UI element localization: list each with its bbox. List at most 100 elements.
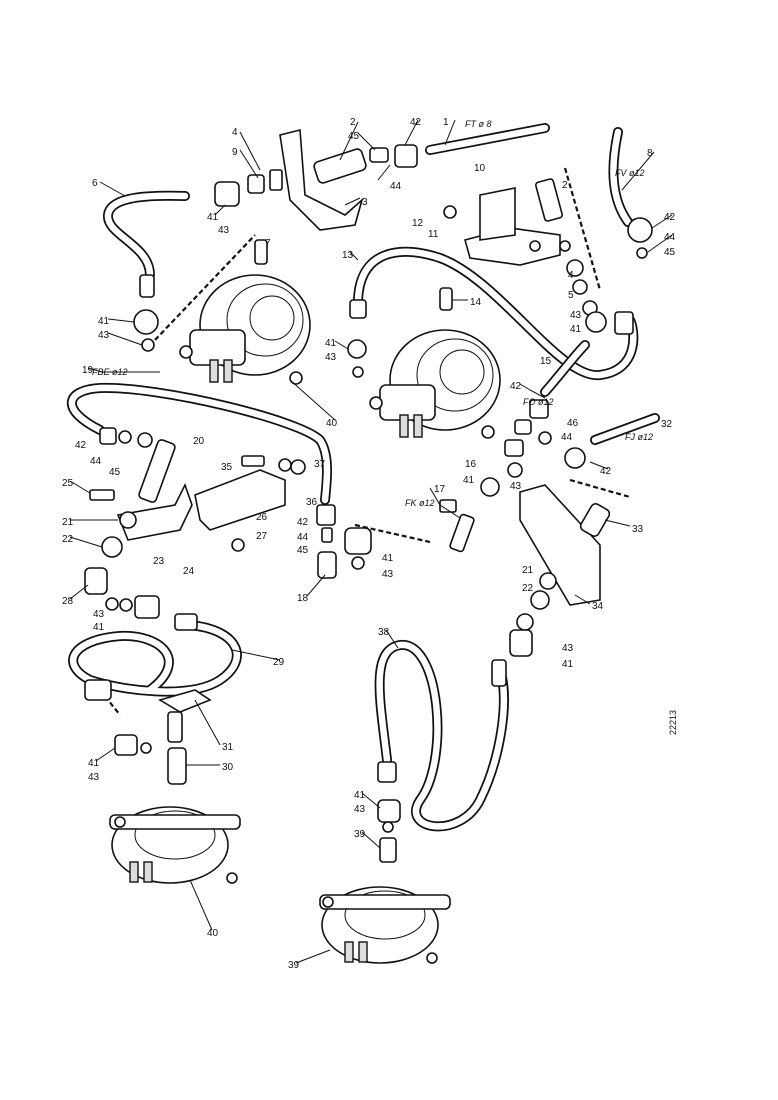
callout-10: 10 [474, 163, 486, 174]
callout-21: 21 [522, 565, 534, 576]
callout-5: 5 [568, 290, 574, 301]
callout-41: 41 [570, 324, 582, 335]
callout-42: 42 [600, 466, 612, 477]
brake-chamber-upper-right [369, 329, 501, 439]
callout-24: 24 [183, 566, 195, 577]
callout-2: 2 [350, 117, 356, 128]
callout-19: 19 [82, 365, 94, 376]
callout-42: 42 [410, 117, 422, 128]
callout-43: 43 [562, 643, 574, 654]
spec-fo: FO ø12 [523, 397, 554, 407]
valve-31 [158, 689, 212, 713]
callout-41: 41 [325, 338, 337, 349]
reference-code: 22213 [668, 709, 678, 735]
callout-44: 44 [390, 181, 402, 192]
callout-41: 41 [463, 475, 475, 486]
callout-34: 34 [592, 601, 604, 612]
callout-28: 28 [62, 596, 74, 607]
callout-33: 33 [632, 524, 644, 535]
leader-lines [69, 119, 673, 964]
callout-9: 9 [232, 147, 238, 158]
bracket-24 [194, 469, 286, 531]
callout-44: 44 [664, 232, 676, 243]
brake-chamber-upper-left [179, 274, 311, 385]
callout-6: 6 [92, 178, 98, 189]
callout-41: 41 [98, 316, 110, 327]
callout-3: 3 [362, 197, 368, 208]
callout-45: 45 [297, 545, 309, 556]
callout-16: 16 [465, 459, 477, 470]
spec-fv: FV ø12 [615, 168, 645, 178]
callout-15: 15 [540, 356, 552, 367]
callout-39: 39 [354, 829, 366, 840]
callout-38: 38 [378, 627, 390, 638]
callout-11: 11 [428, 229, 439, 240]
callout-44: 44 [90, 456, 102, 467]
callout-43: 43 [88, 772, 100, 783]
callout-31: 31 [222, 742, 234, 753]
callout-46: 46 [567, 418, 579, 429]
spec-ft: FT ø 8 [465, 119, 492, 129]
callout-21: 21 [62, 517, 74, 528]
callout-13: 13 [342, 250, 354, 261]
callout-25: 25 [62, 478, 74, 489]
callout-23: 23 [153, 556, 165, 567]
callout-41: 41 [88, 758, 100, 769]
callout-43: 43 [218, 225, 230, 236]
callout-43: 43 [93, 609, 105, 620]
callout-41: 41 [354, 790, 366, 801]
callout-42: 42 [664, 212, 676, 223]
spec-fbe: FBE ø12 [92, 367, 128, 377]
callout-43: 43 [354, 804, 366, 815]
callout-37: 37 [314, 459, 326, 470]
bracket-3 [279, 128, 364, 231]
callout-44: 44 [297, 532, 309, 543]
fittings [84, 144, 653, 863]
callout-1: 1 [443, 117, 449, 128]
callout-41: 41 [562, 659, 574, 670]
callout-43: 43 [325, 352, 337, 363]
callout-43: 43 [570, 310, 582, 321]
callout-17: 17 [434, 484, 446, 495]
callout-41: 41 [93, 622, 105, 633]
callout-2: 2 [562, 180, 568, 191]
callout-29: 29 [273, 657, 285, 668]
callout-30: 30 [222, 762, 234, 773]
callout-20: 20 [193, 436, 205, 447]
callout-12: 12 [412, 218, 424, 229]
callout-45: 45 [664, 247, 676, 258]
callout-4: 4 [232, 127, 238, 138]
callout-42: 42 [297, 517, 309, 528]
callout-14: 14 [470, 297, 482, 308]
callout-26: 26 [256, 512, 268, 523]
callout-45: 45 [109, 467, 121, 478]
hoses [66, 123, 660, 832]
callout-22: 22 [62, 534, 74, 545]
callout-45: 45 [348, 131, 360, 142]
callout-8: 8 [647, 148, 653, 159]
callout-32: 32 [661, 419, 673, 430]
callout-36: 36 [306, 497, 318, 508]
hose-38 [374, 640, 509, 832]
spec-fk: FK ø12 [405, 498, 435, 508]
brake-chamber-lower-left [109, 806, 241, 884]
bracket-23 [116, 482, 193, 541]
bracket-34 [519, 484, 601, 606]
callout-22: 22 [522, 583, 534, 594]
callout-42: 42 [75, 440, 87, 451]
callout-42: 42 [510, 381, 522, 392]
callout-41: 41 [207, 212, 219, 223]
callout-39: 39 [288, 960, 300, 971]
brackets [116, 128, 601, 606]
callout-43: 43 [382, 569, 394, 580]
callout-41: 41 [382, 553, 394, 564]
callout-18: 18 [297, 593, 309, 604]
brake-chamber-lower-middle [319, 886, 451, 964]
callout-40: 40 [326, 418, 338, 429]
callout-43: 43 [98, 330, 110, 341]
callout-44: 44 [561, 432, 573, 443]
callout-27: 27 [256, 531, 268, 542]
callout-35: 35 [221, 462, 233, 473]
